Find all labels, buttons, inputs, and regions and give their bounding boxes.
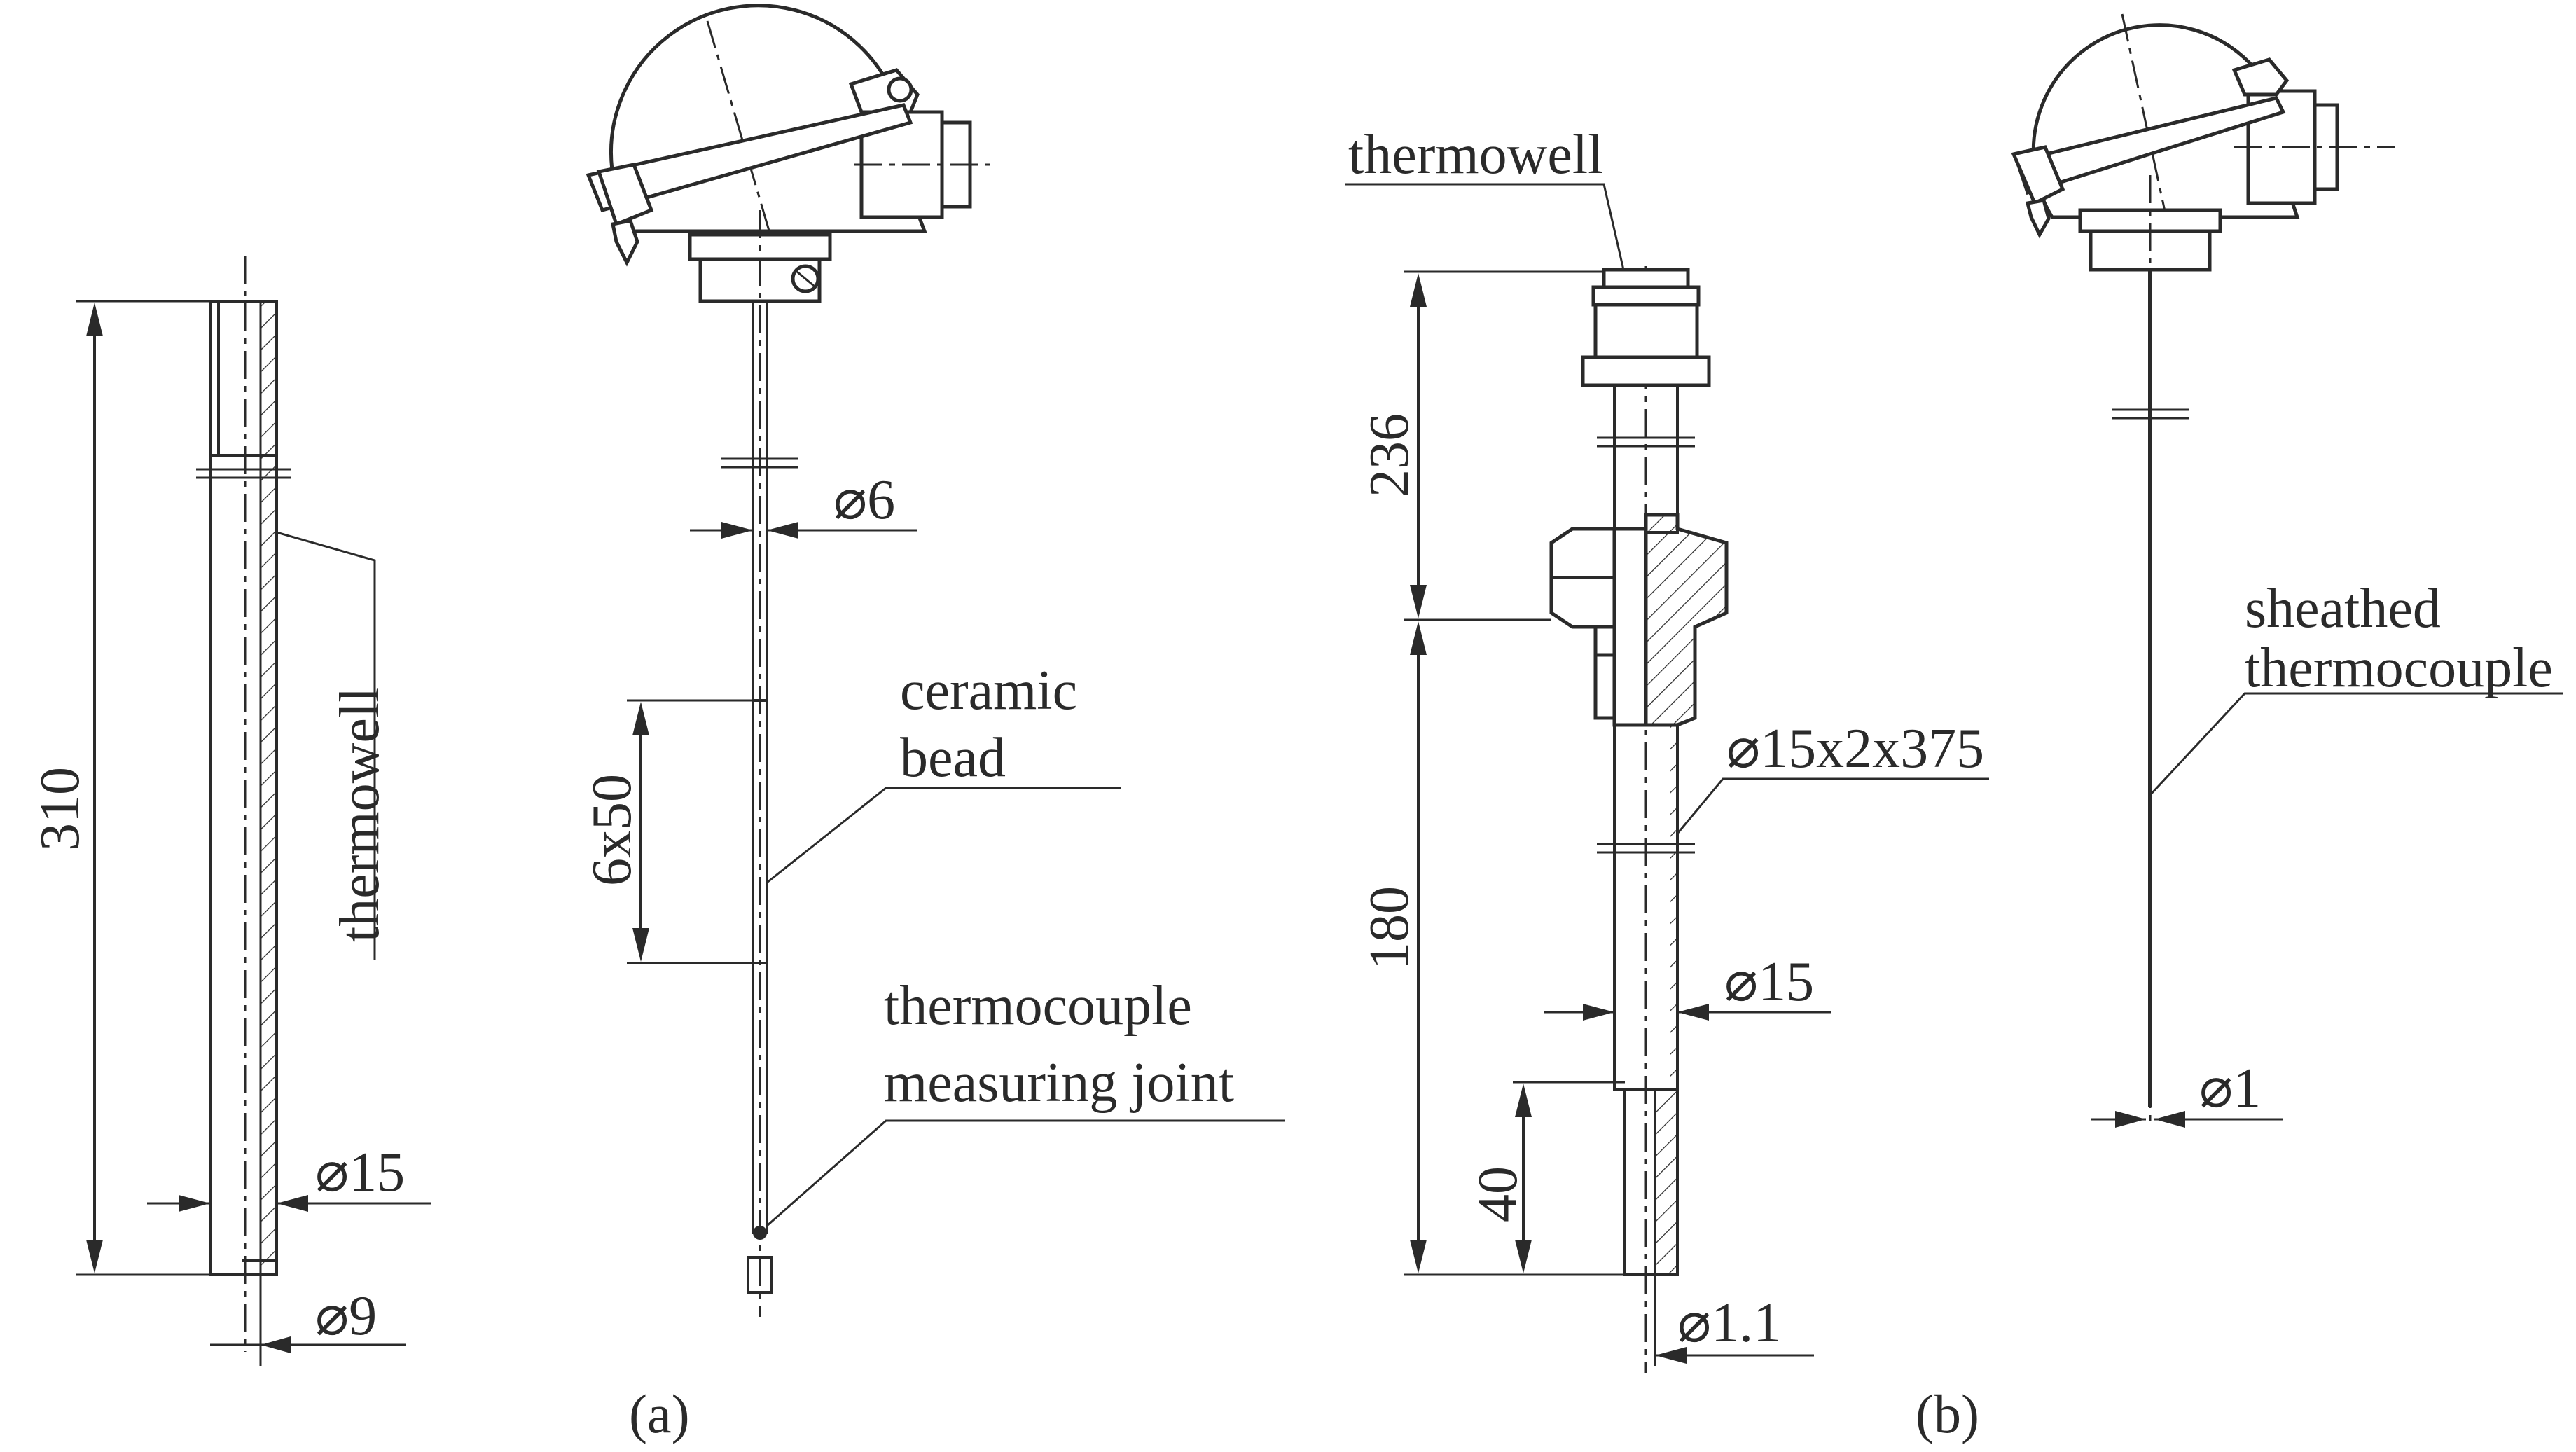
dim-dia15-a: ⌀15 xyxy=(315,1142,405,1203)
thermowell-b-part: thermowell 236 180 40 ⌀15x2x375 ⌀15 ⌀1.1 xyxy=(1345,124,1989,1373)
probe-a-part: ⌀6 6x50 ceramic bead thermocouple measur… xyxy=(581,4,1285,1317)
sheathed-label-line1: sheathed xyxy=(2245,578,2441,639)
dim-310: 310 xyxy=(29,767,91,851)
dim-dia9: ⌀9 xyxy=(315,1285,377,1347)
measuring-joint-label-line2: measuring joint xyxy=(884,1052,1234,1114)
ceramic-bead-label-line2: bead xyxy=(900,727,1006,789)
dim-236: 236 xyxy=(1359,413,1420,497)
dim-dia6: ⌀6 xyxy=(833,469,895,531)
thermowell-label-a: thermowell xyxy=(329,687,391,942)
caption-a: (a) xyxy=(629,1383,690,1444)
dim-dia1: ⌀1 xyxy=(2199,1058,2261,1119)
caption-b: (b) xyxy=(1916,1383,1979,1444)
dim-180: 180 xyxy=(1359,886,1420,970)
measuring-joint-label-line1: thermocouple xyxy=(884,975,1192,1037)
ceramic-bead-label-line1: ceramic xyxy=(900,660,1077,721)
dim-40: 40 xyxy=(1467,1166,1529,1222)
thermowell-label-b: thermowell xyxy=(1348,124,1603,186)
thermowell-a-part: 310 ⌀15 ⌀9 thermowell xyxy=(29,256,431,1366)
sheathed-label-line2: thermocouple xyxy=(2245,637,2553,699)
sheathed-thermocouple-part: sheathed thermocouple ⌀1 xyxy=(2011,13,2563,1128)
dim-15x2x375: ⌀15x2x375 xyxy=(1726,718,1984,780)
dim-dia1-1: ⌀1.1 xyxy=(1677,1292,1781,1354)
dim-dia15-b: ⌀15 xyxy=(1724,951,1814,1013)
dim-6x50: 6x50 xyxy=(581,774,643,886)
